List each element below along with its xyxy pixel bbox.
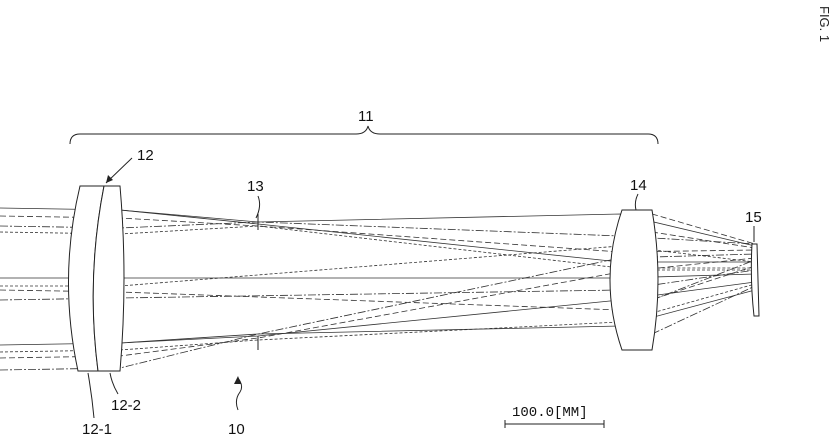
ray [0,273,756,279]
group-brace [69,125,659,145]
figure-label: FIG. 1 [817,6,832,42]
label-lens-12-2: 12-2 [111,397,141,414]
ray [119,209,756,247]
label-lens-12-1: 12-1 [82,421,112,438]
lens-14 [609,209,659,351]
leader-stop [255,195,261,219]
leader-lens-12-2 [109,372,119,395]
ray [651,259,756,301]
arrow-head [106,175,113,183]
leader-lens-14 [634,193,639,211]
label-lens-12: 12 [137,147,154,164]
label-lens-14: 14 [630,177,647,194]
label-image-plane: 15 [745,209,762,226]
label-system: 10 [228,421,245,438]
ray [651,213,756,245]
lens-12 [68,185,125,372]
ray [0,265,756,311]
arrow-head [234,376,241,384]
scale-bar-label: 100.0[MM] [512,405,588,421]
ray [651,285,756,335]
ray [0,269,756,301]
lens-12-2 [92,185,125,372]
leader-lens-12-1 [87,372,95,419]
scale-bar [504,420,605,428]
ray [0,245,756,287]
ray [651,231,756,249]
label-stop: 13 [247,178,264,195]
label-group: 11 [358,108,374,125]
ray [119,289,756,344]
leader-system [235,377,243,411]
image-plane [750,243,760,317]
